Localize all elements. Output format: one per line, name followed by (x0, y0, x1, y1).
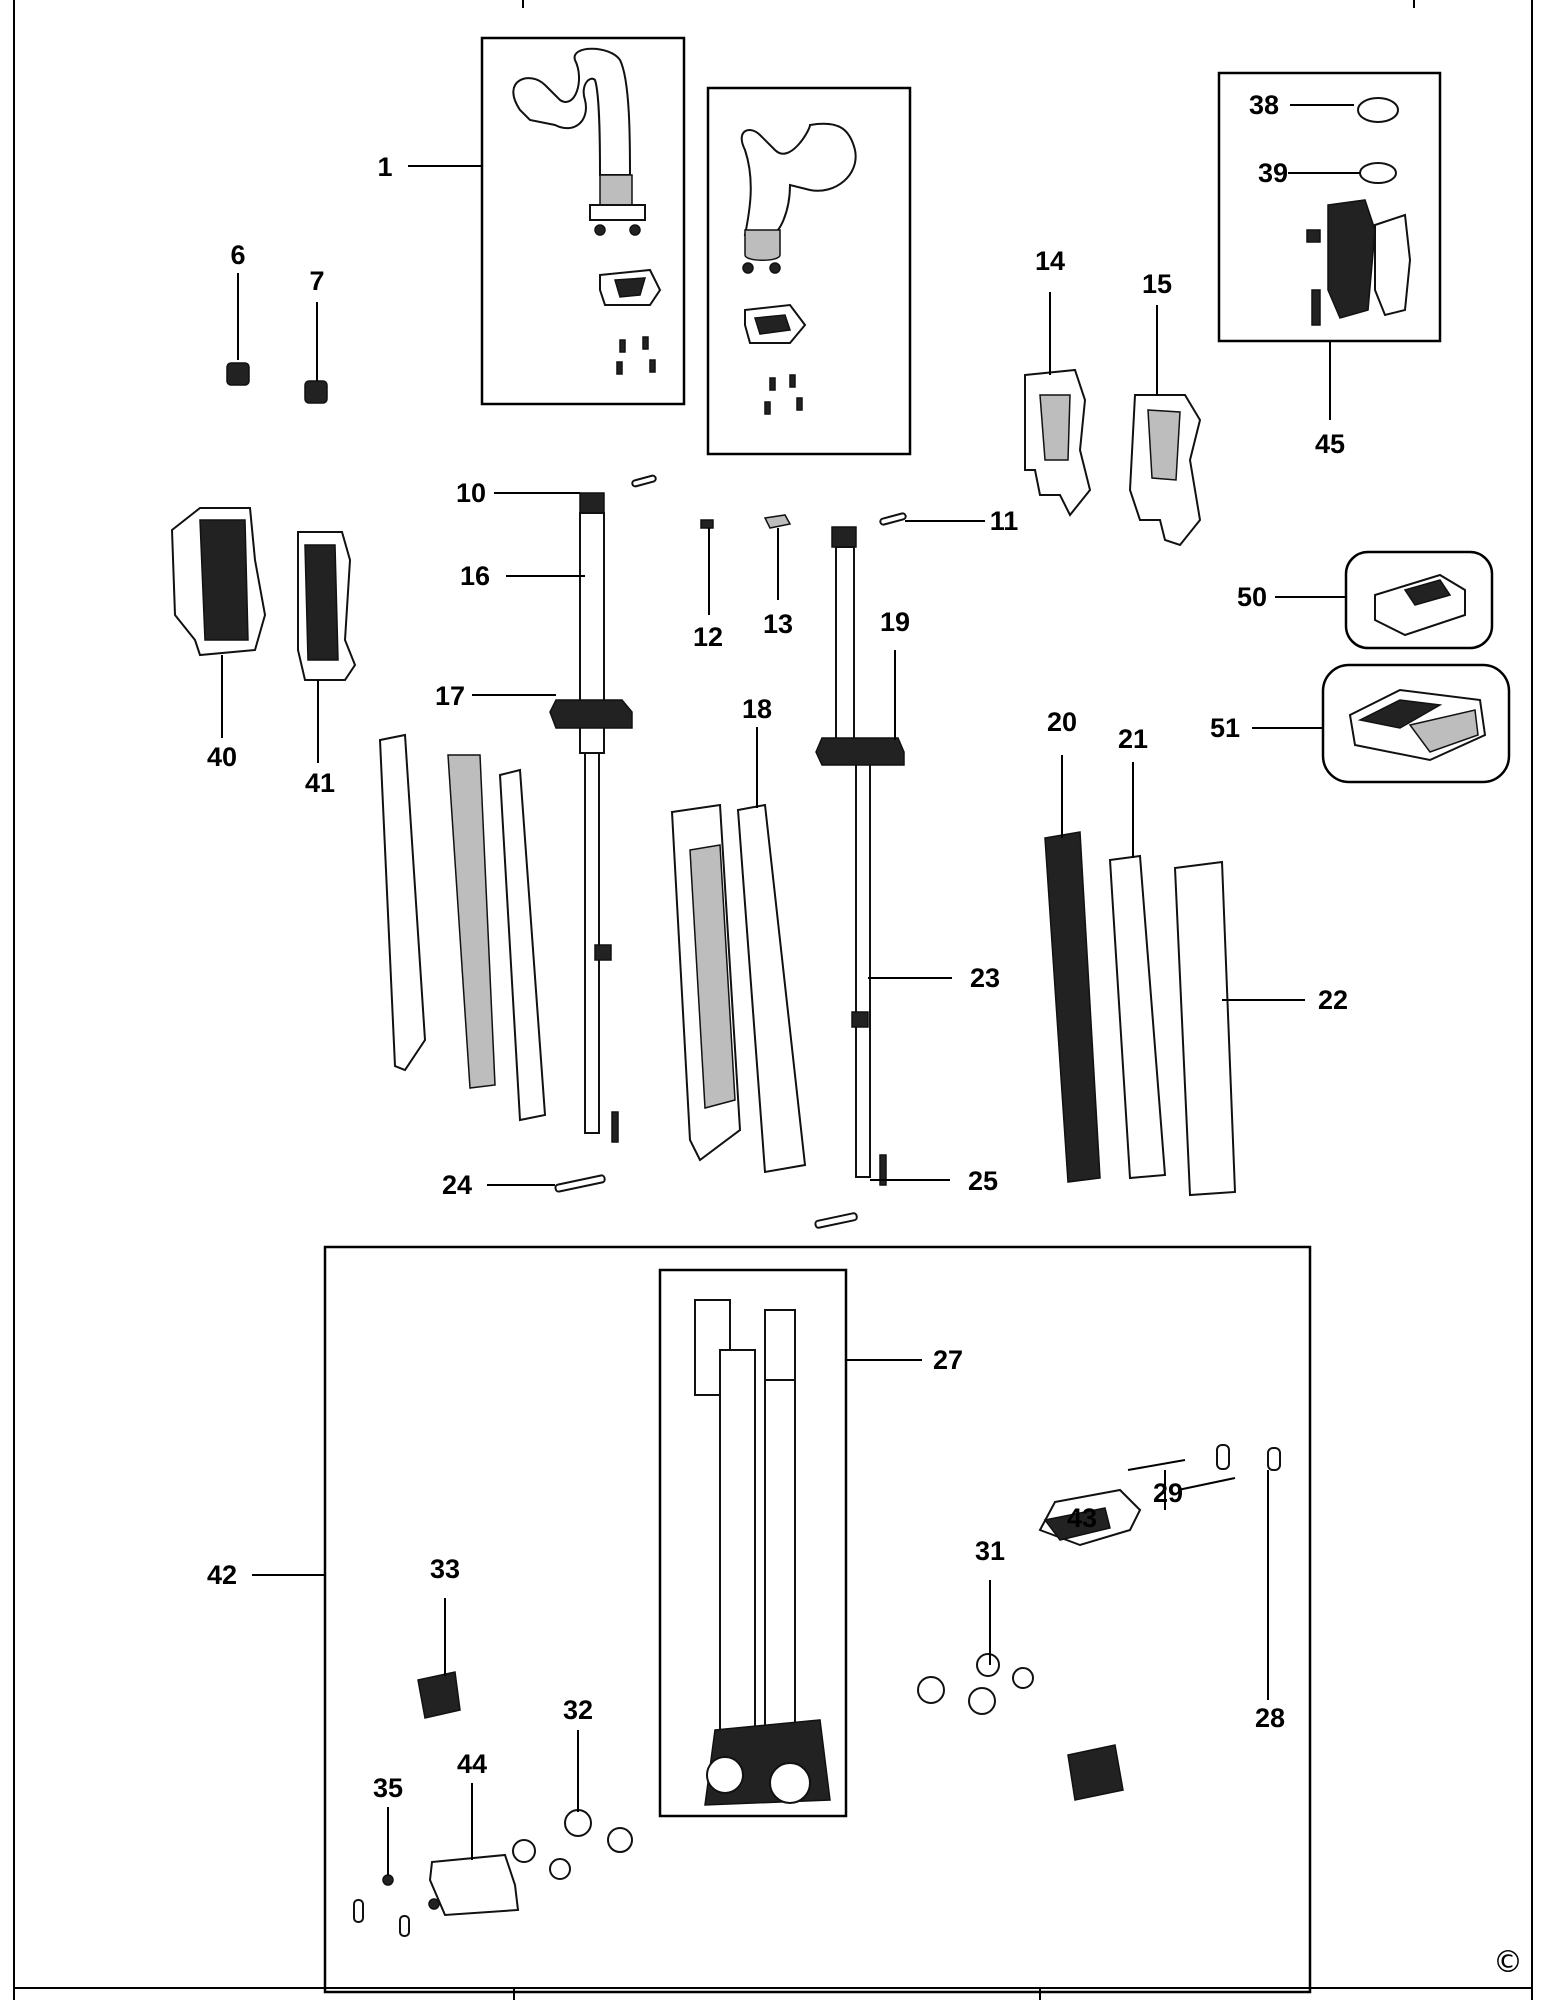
box-rail-assembly (658, 1268, 848, 1818)
part-44-drawing (428, 1853, 520, 1917)
label-part-20: 20 (1047, 707, 1077, 737)
label-part-45: 45 (1315, 429, 1345, 459)
label-part-27: 27 (933, 1345, 963, 1375)
battery-50-drawing (1374, 573, 1466, 637)
label-part-40: 40 (207, 742, 237, 772)
label-part-25: 25 (968, 1166, 998, 1196)
label-part-41: 41 (305, 768, 335, 798)
pin-lower-drawing (814, 1212, 858, 1229)
battery-housing-45-drawing (1306, 97, 1412, 326)
label-part-6: 6 (230, 240, 245, 270)
label-part-22: 22 (1318, 985, 1348, 1015)
label-part-16: 16 (460, 561, 490, 591)
copyright-symbol: © (1493, 1945, 1523, 1980)
column-19-drawing (815, 526, 905, 1186)
label-part-43: 43 (1067, 1503, 1097, 1533)
label-part-19: 19 (880, 607, 910, 637)
page-frame (13, 0, 1533, 2000)
label-part-28: 28 (1255, 1703, 1285, 1733)
label-part-50: 50 (1237, 582, 1267, 612)
box-battery (1344, 550, 1494, 650)
label-part-13: 13 (763, 609, 793, 639)
label-part-38: 38 (1249, 90, 1279, 120)
side-case-41-drawing (297, 531, 357, 681)
label-part-14: 14 (1035, 246, 1065, 276)
bolts-29-drawing (1127, 1459, 1236, 1491)
label-part-29: 29 (1153, 1478, 1183, 1508)
pin-11-drawing (879, 512, 907, 526)
charger-51-drawing (1348, 688, 1487, 762)
caps-28-drawing (1216, 1444, 1281, 1471)
bits-35-drawing (353, 1874, 440, 1937)
label-part-33: 33 (430, 1554, 460, 1584)
channel-18-drawing (670, 803, 807, 1174)
part-13-drawing (763, 514, 792, 529)
label-part-10: 10 (456, 478, 486, 508)
label-part-32: 32 (563, 1695, 593, 1725)
label-part-39: 39 (1258, 158, 1288, 188)
leader-lines (221, 104, 1360, 1875)
part-lower-right-drawing (1067, 1744, 1124, 1801)
label-part-44: 44 (457, 1749, 487, 1779)
box-handle-left (480, 36, 686, 406)
housing-15-drawing (1128, 394, 1202, 547)
rail-assembly-27-drawing (694, 1299, 831, 1806)
clip-7-drawing (304, 380, 328, 404)
column-16-drawing (549, 492, 633, 1143)
part-labels: 1 6 7 10 11 12 13 14 15 16 17 18 19 20 2… (207, 90, 1348, 1803)
label-part-11: 11 (990, 506, 1019, 536)
box-base-assembly (323, 1245, 1312, 1994)
label-part-51: 51 (1210, 713, 1240, 743)
left-channels-drawing (378, 733, 547, 1122)
handle-1-drawing (512, 47, 662, 375)
label-part-18: 18 (742, 694, 772, 724)
part-12-drawing (700, 519, 714, 529)
label-part-31: 31 (975, 1536, 1005, 1566)
label-part-17: 17 (435, 681, 465, 711)
side-case-40-drawing (170, 507, 267, 657)
label-part-15: 15 (1142, 269, 1172, 299)
label-part-7: 7 (309, 266, 324, 296)
label-part-42: 42 (207, 1560, 237, 1590)
box-handle-right (706, 86, 912, 456)
pin-top-drawing (631, 474, 657, 488)
nuts-31-drawing (917, 1653, 1034, 1715)
label-part-24: 24 (442, 1170, 472, 1200)
handle-2-drawing (740, 122, 857, 415)
housing-14-drawing (1024, 368, 1092, 517)
clip-6-drawing (226, 362, 250, 386)
label-part-1: 1 (377, 152, 392, 182)
right-channels-drawing (1044, 831, 1237, 1197)
part-33-drawing (417, 1671, 461, 1719)
nuts-32-drawing (512, 1809, 633, 1880)
label-part-23: 23 (970, 963, 1000, 993)
label-part-21: 21 (1118, 724, 1148, 754)
label-part-35: 35 (373, 1773, 403, 1803)
box-charger (1321, 663, 1511, 784)
pin-24-drawing (554, 1174, 606, 1193)
label-part-12: 12 (693, 622, 723, 652)
part-43-drawing (1038, 1488, 1142, 1547)
